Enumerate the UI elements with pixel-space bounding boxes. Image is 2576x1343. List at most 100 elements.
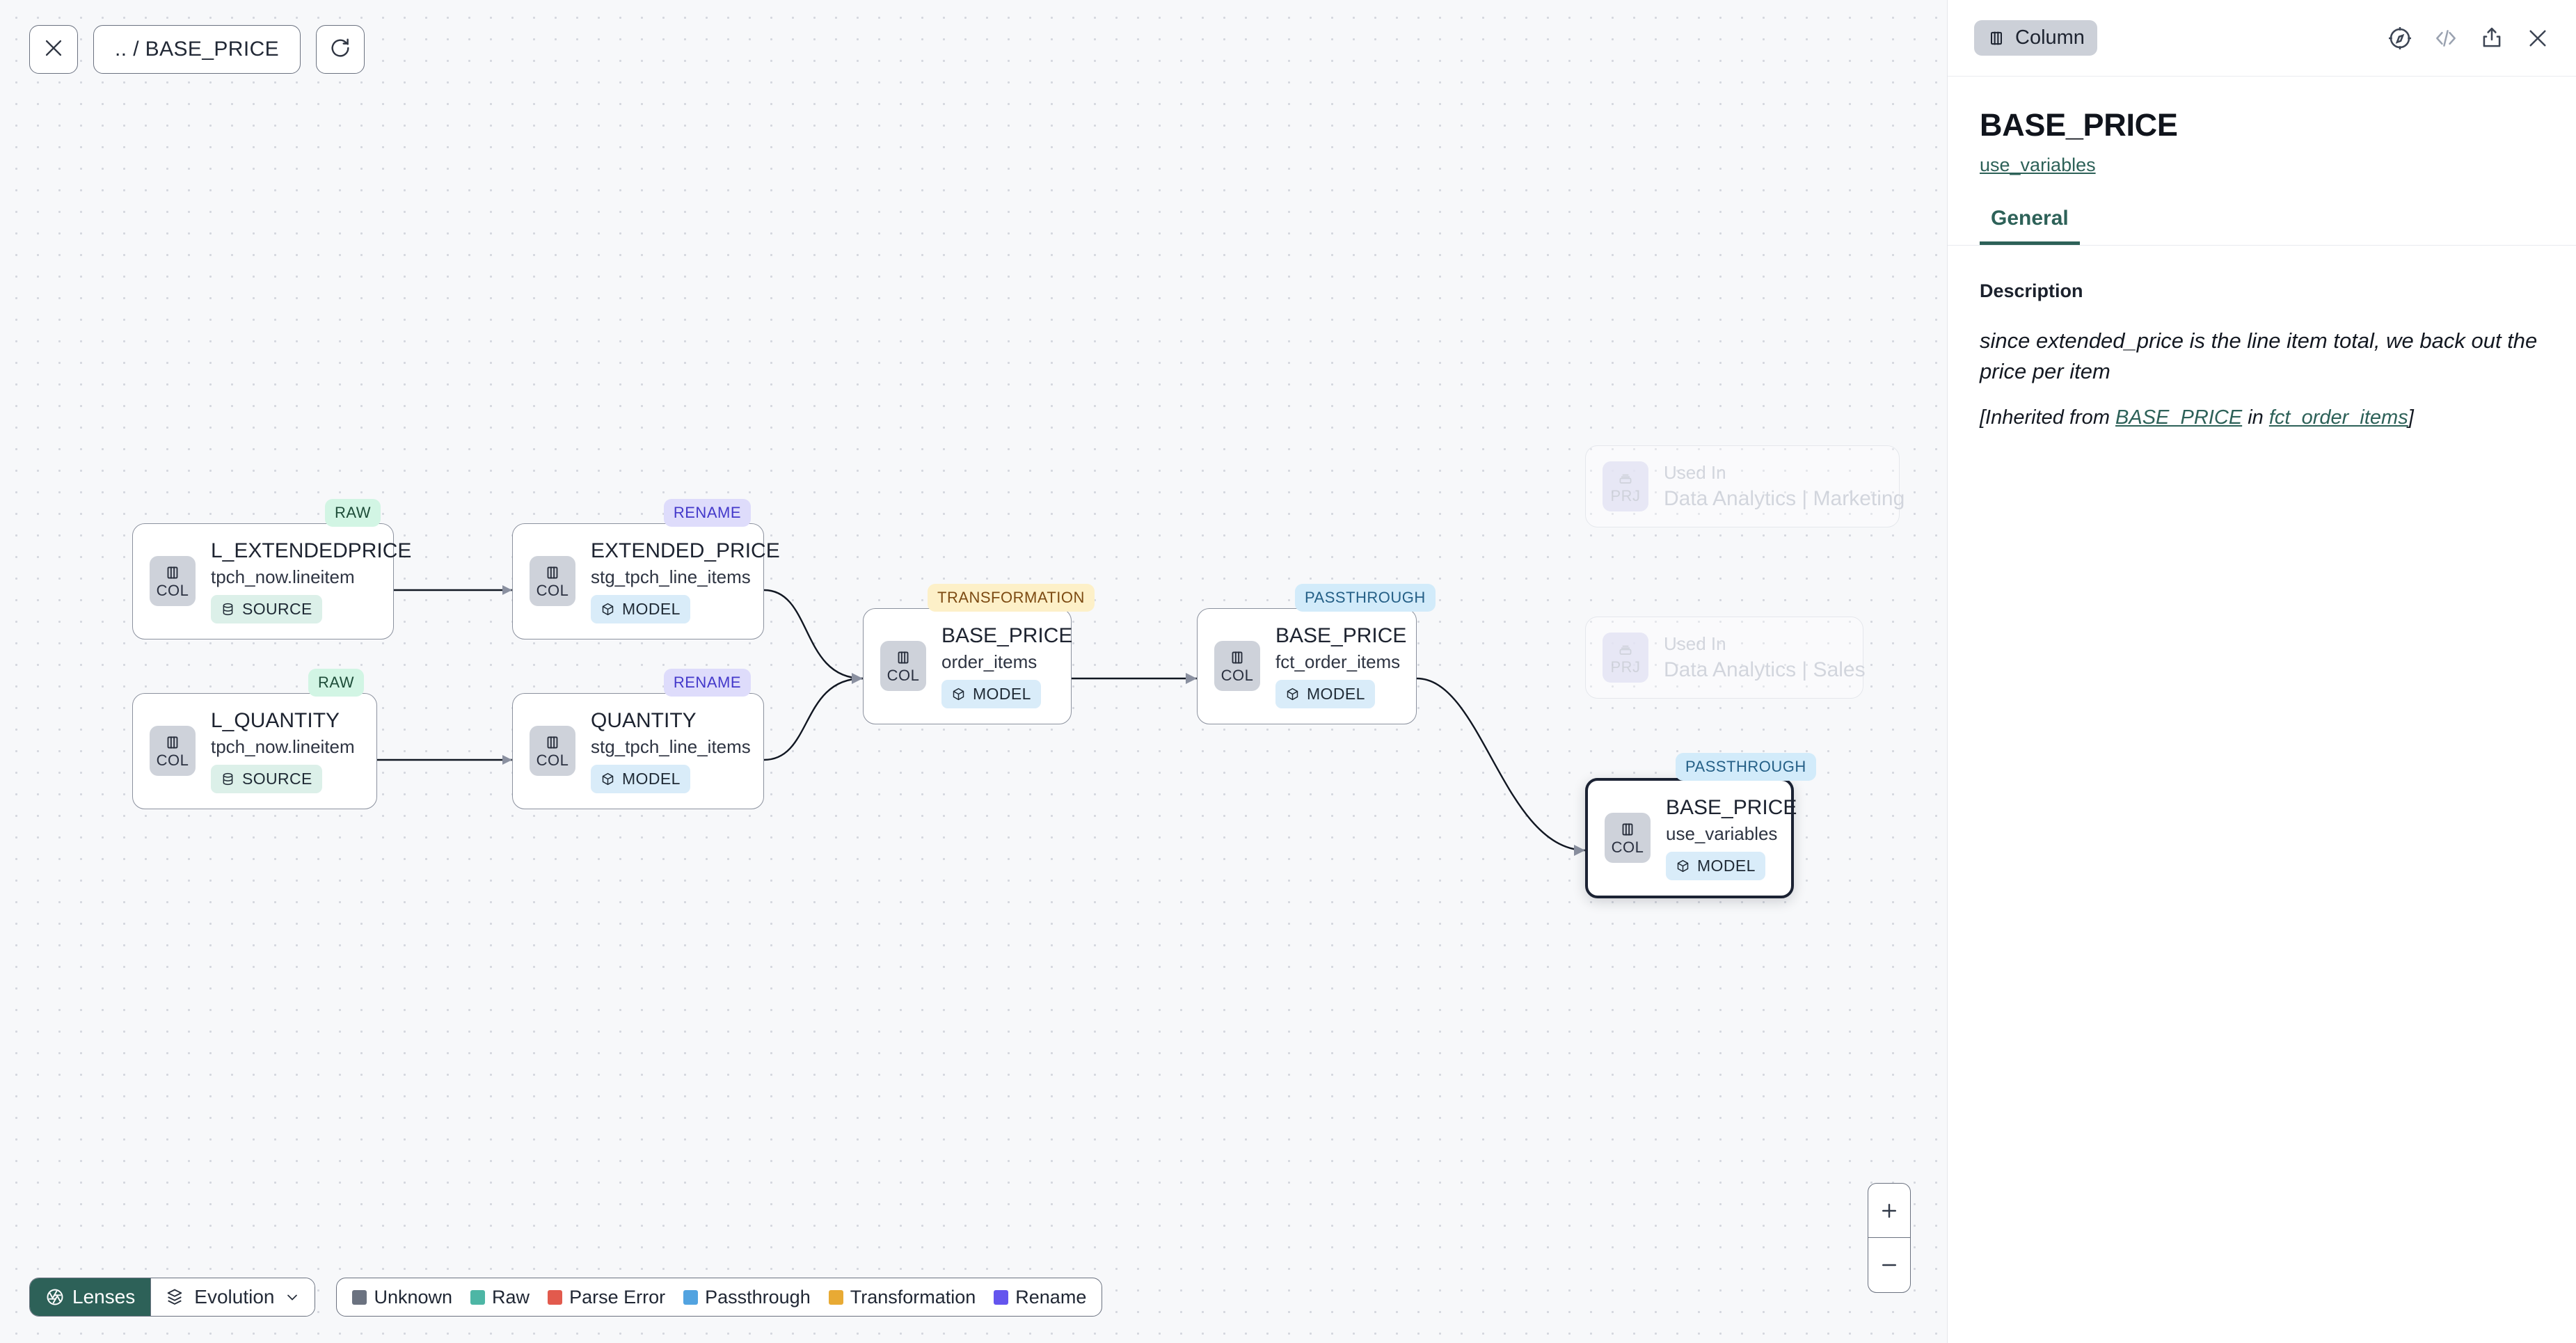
node-subtitle: use_variables <box>1666 823 1778 844</box>
used-in-line2: Data Analytics | Sales <box>1664 658 1866 682</box>
legend-swatch <box>683 1289 699 1305</box>
col-chip-label: COL <box>1221 667 1254 685</box>
col-chip: COL <box>150 726 196 777</box>
node-body: BASE_PRICE order_items MODEL <box>941 624 1072 708</box>
database-icon <box>223 603 233 615</box>
description-text: since extended_price is the line item to… <box>1980 328 2538 384</box>
cube-icon <box>1287 688 1298 700</box>
column-node[interactable]: RAW COL L_EXTENDEDPRICE tpch_now.lineite… <box>132 499 411 639</box>
col-chip: COL <box>150 556 196 607</box>
col-chip-label: COL <box>1611 839 1644 857</box>
compass-icon[interactable] <box>2387 25 2413 51</box>
chevron-down-icon <box>287 1294 298 1301</box>
legend-item[interactable]: Transformation <box>828 1286 976 1308</box>
legend-swatch <box>994 1289 1009 1305</box>
project-chip-label: PRJ <box>1610 487 1641 504</box>
plus-icon <box>1882 1203 1896 1218</box>
col-chip-label: COL <box>536 752 569 770</box>
lenses-label: Lenses <box>72 1286 136 1308</box>
column-node[interactable]: PASSTHROUGH COL BASE_PRICE fct_order_ite… <box>1197 584 1436 724</box>
node-body: QUANTITY stg_tpch_line_items MODEL <box>591 709 751 793</box>
zoom-in-button[interactable] <box>1868 1184 1910 1238</box>
node-title: EXTENDED_PRICE <box>591 539 780 562</box>
lineage-badge: PASSTHROUGH <box>1676 753 1816 781</box>
column-node[interactable]: RENAME COL QUANTITY stg_tpch_line_items … <box>512 669 764 809</box>
used-in-node[interactable]: PRJ Used In Data Analytics | Sales <box>1585 617 1866 699</box>
evolution-dropdown[interactable]: Evolution <box>150 1278 315 1316</box>
code-icon[interactable] <box>2433 25 2459 51</box>
used-in-body: Used In Data Analytics | Sales <box>1664 634 1866 682</box>
inherited-column-link[interactable]: BASE_PRICE <box>2115 406 2243 429</box>
column-node[interactable]: RENAME COL EXTENDED_PRICE stg_tpch_line_… <box>512 499 780 639</box>
inherited-mid: in <box>2242 406 2269 429</box>
node-subtitle: tpch_now.lineitem <box>211 736 355 757</box>
lenses-button[interactable]: Lenses <box>30 1278 151 1316</box>
col-chip: COL <box>1214 641 1260 692</box>
zoom-controls <box>1868 1183 1911 1293</box>
cube-icon <box>1677 859 1689 872</box>
aperture-icon <box>47 1289 63 1305</box>
column-node[interactable]: TRANSFORMATION COL BASE_PRICE order_item… <box>863 584 1095 724</box>
node-title: L_EXTENDEDPRICE <box>211 539 412 562</box>
node-type-label: MODEL <box>973 684 1031 703</box>
legend-item[interactable]: Passthrough <box>683 1287 811 1308</box>
legend-swatch <box>352 1289 367 1305</box>
lineage-badge: RENAME <box>663 499 751 527</box>
legend-item[interactable]: Raw <box>470 1287 530 1308</box>
legend-label: Transformation <box>850 1286 976 1308</box>
cube-icon <box>602 772 614 785</box>
project-chip: PRJ <box>1603 633 1648 683</box>
node-title: BASE_PRICE <box>1275 624 1407 647</box>
node-type-chip: MODEL <box>1666 851 1765 880</box>
column-icon <box>547 566 558 579</box>
breadcrumb-button[interactable]: .. / BASE_PRICE <box>93 25 301 74</box>
details-panel-header: Column <box>1948 0 2576 77</box>
inherited-suffix: ] <box>2408 406 2414 429</box>
breadcrumb-label: .. / BASE_PRICE <box>115 38 280 61</box>
legend-item[interactable]: Unknown <box>352 1287 452 1308</box>
col-chip: COL <box>880 641 926 692</box>
node-title: BASE_PRICE <box>941 624 1073 647</box>
node-subtitle: stg_tpch_line_items <box>591 736 751 757</box>
share-icon[interactable] <box>2479 25 2505 51</box>
legend-label: Unknown <box>374 1286 453 1308</box>
used-in-node[interactable]: PRJ Used In Data Analytics | Marketing <box>1585 445 1905 527</box>
node-type-chip: SOURCE <box>211 764 322 793</box>
close-icon[interactable] <box>2525 25 2551 51</box>
tab-general[interactable]: General <box>1980 207 2080 245</box>
column-icon <box>547 736 558 749</box>
lineage-badge: PASSTHROUGH <box>1295 584 1436 612</box>
col-chip-label: COL <box>536 582 569 600</box>
refresh-icon <box>328 36 352 63</box>
node-title: L_QUANTITY <box>211 709 340 732</box>
legend-label: Parse Error <box>569 1286 666 1308</box>
legend-swatch <box>828 1289 843 1305</box>
legend-item[interactable]: Parse Error <box>548 1287 665 1308</box>
lineage-canvas[interactable]: .. / BASE_PRICE PRJ Used In <box>0 0 1947 1343</box>
column-icon <box>1991 31 2002 45</box>
node-type-chip: MODEL <box>591 764 690 793</box>
column-icon <box>1622 823 1633 836</box>
details-panel-heading: BASE_PRICE use_variables <box>1948 77 2576 176</box>
evolution-label: Evolution <box>194 1286 275 1308</box>
cube-icon <box>953 688 964 700</box>
zoom-out-button[interactable] <box>1868 1238 1910 1292</box>
database-icon <box>223 772 233 785</box>
refresh-button[interactable] <box>316 25 365 74</box>
node-title: QUANTITY <box>591 709 697 732</box>
parent-model-link[interactable]: use_variables <box>1980 154 2096 175</box>
node-type-label: MODEL <box>622 599 681 618</box>
legend-item[interactable]: Rename <box>994 1287 1086 1308</box>
description-label: Description <box>1980 280 2083 301</box>
entity-kind-chip[interactable]: Column <box>1974 20 2097 56</box>
column-node-selected[interactable]: PASSTHROUGH COL BASE_PRICE use_variables… <box>1585 753 1816 898</box>
description-section: Description since extended_price is the … <box>1948 246 2576 429</box>
legend-label: Raw <box>492 1286 530 1308</box>
col-chip: COL <box>1605 813 1651 864</box>
inherited-model-link[interactable]: fct_order_items <box>2268 406 2408 429</box>
col-chip-label: COL <box>156 752 189 770</box>
close-button[interactable] <box>29 25 78 74</box>
column-node[interactable]: RAW COL L_QUANTITY tpch_now.lineitem SOU… <box>132 669 377 809</box>
inherited-note: [Inherited from BASE_PRICE in fct_order_… <box>1980 406 2544 429</box>
